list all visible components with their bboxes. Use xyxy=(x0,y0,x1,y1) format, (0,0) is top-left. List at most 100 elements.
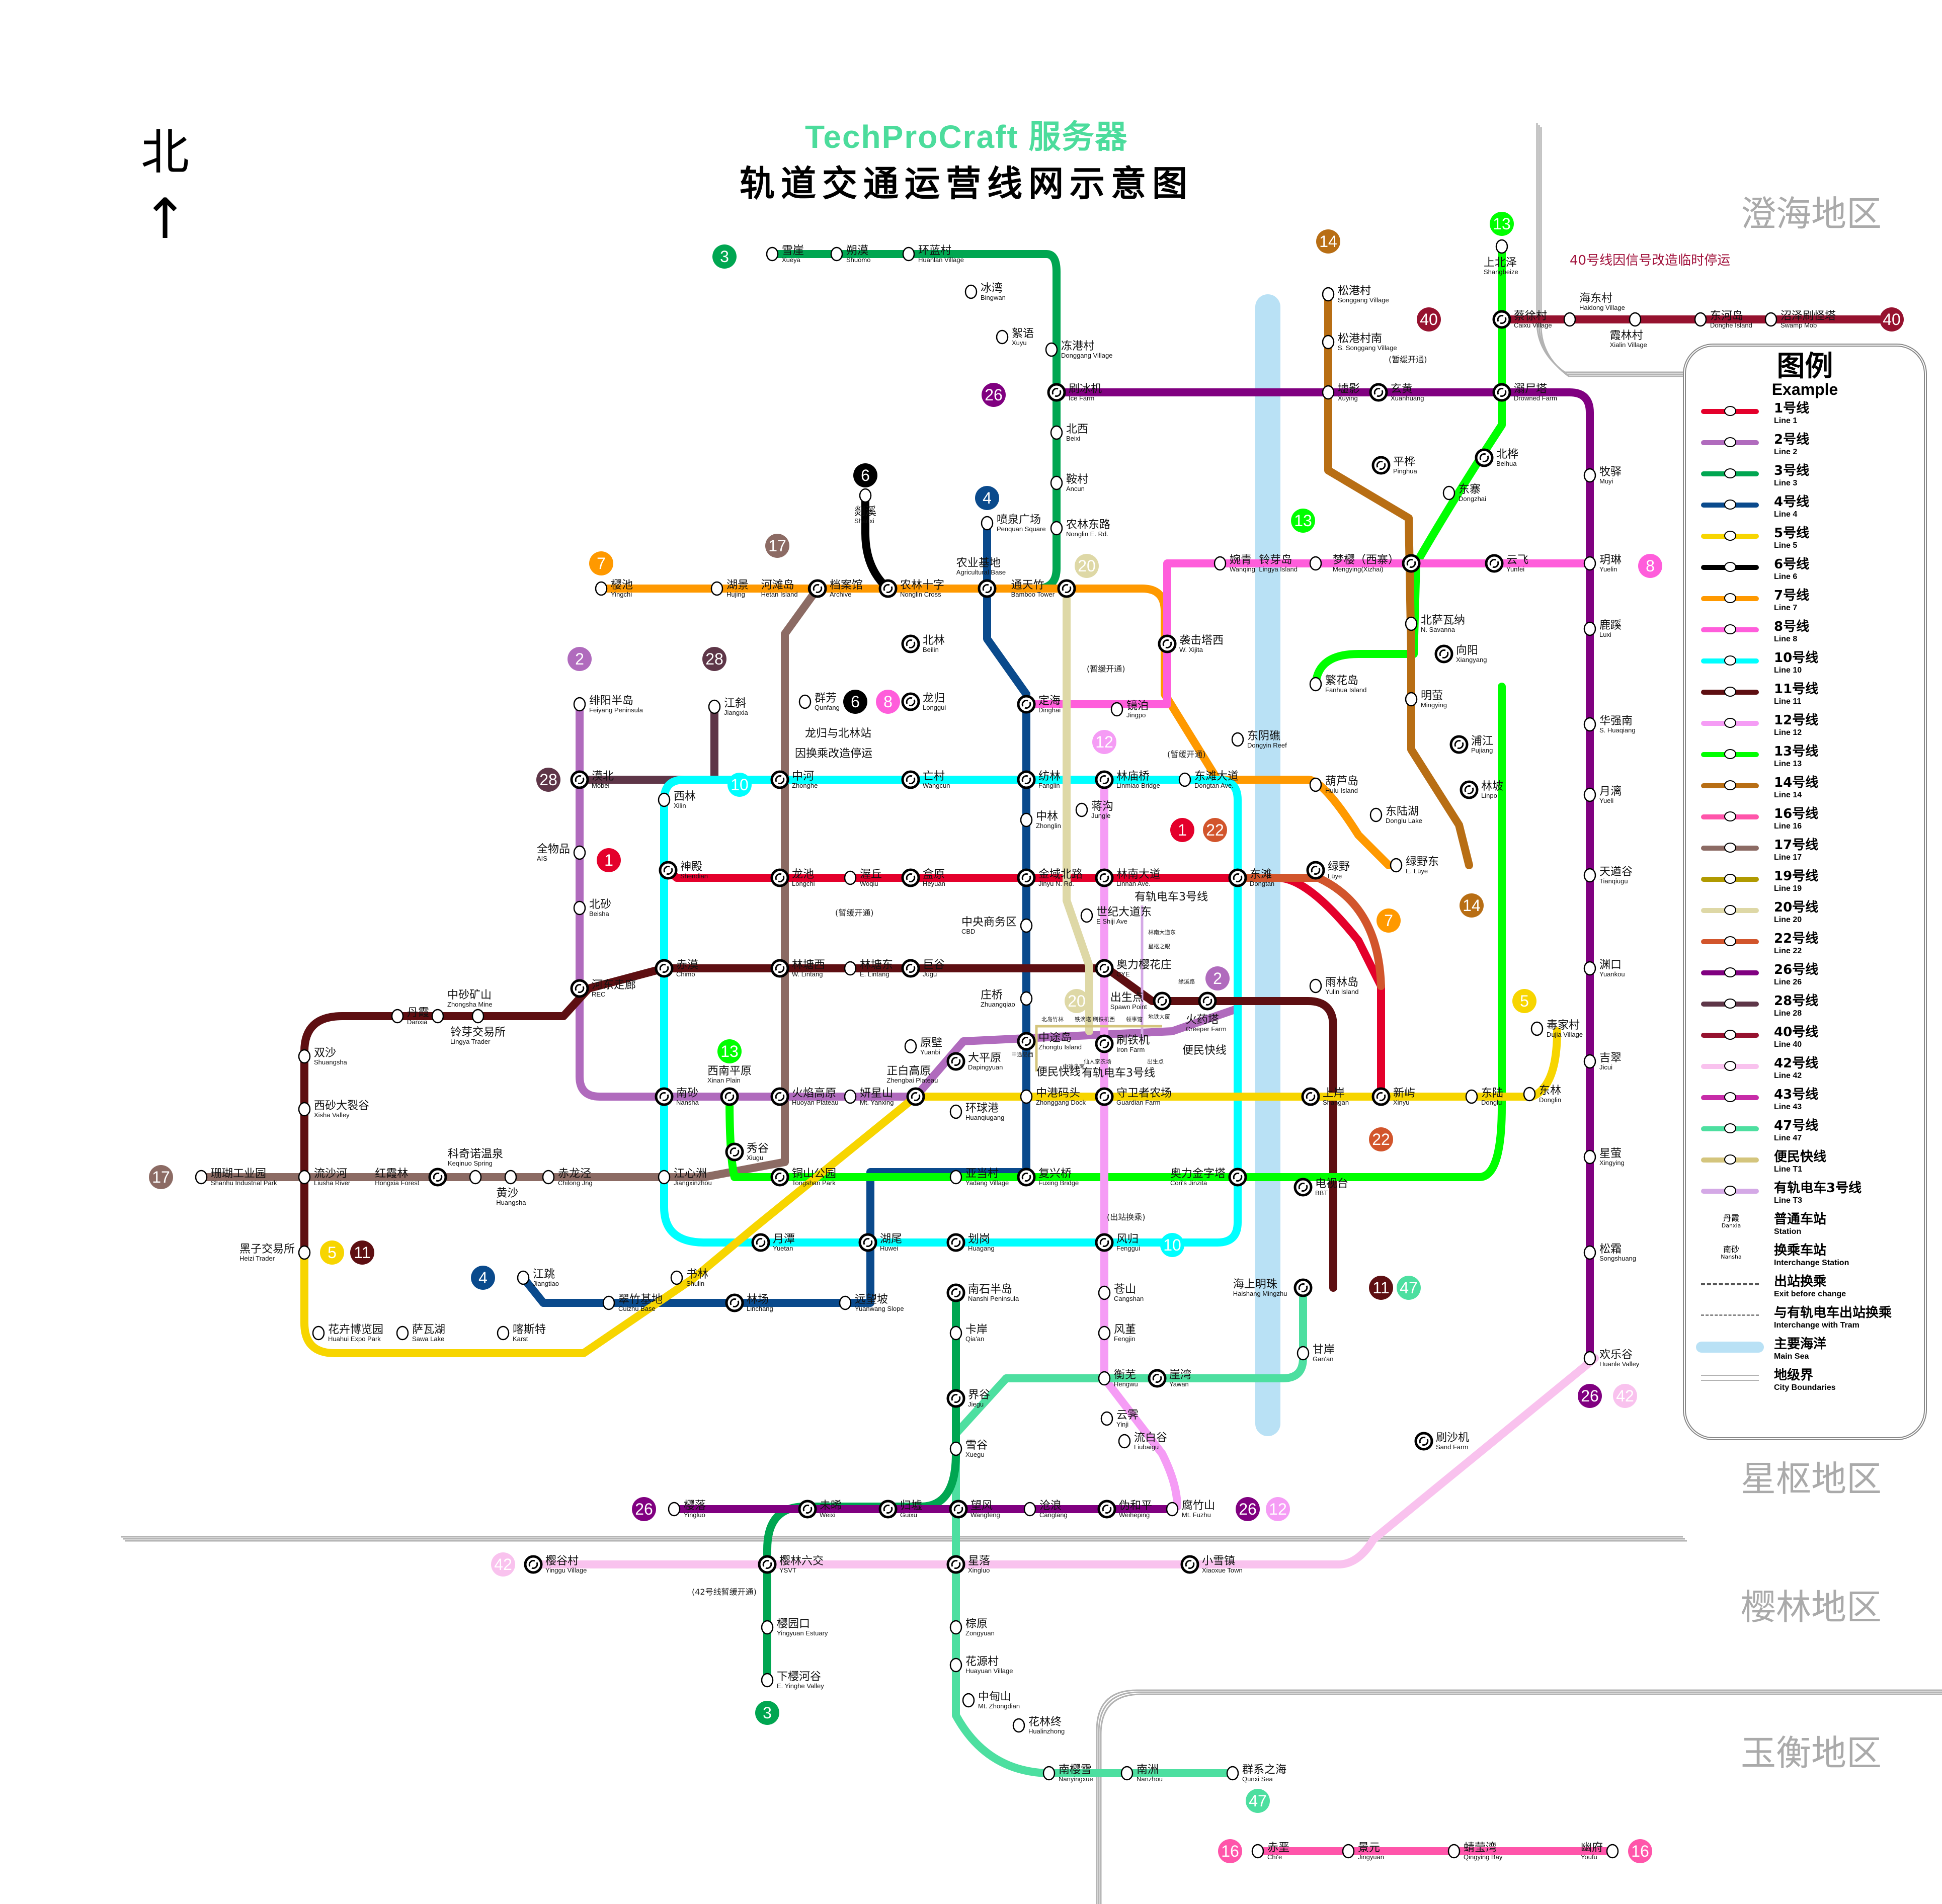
station[interactable] xyxy=(949,1500,968,1519)
station[interactable] xyxy=(1050,475,1063,490)
station[interactable] xyxy=(1495,239,1508,254)
station[interactable] xyxy=(1322,385,1335,400)
station[interactable] xyxy=(1447,1844,1461,1859)
station[interactable] xyxy=(298,1102,311,1117)
station[interactable] xyxy=(1583,961,1596,976)
station[interactable] xyxy=(1583,1054,1596,1069)
station[interactable] xyxy=(946,1233,965,1252)
line-badge[interactable]: 28 xyxy=(536,768,560,792)
station[interactable] xyxy=(469,1170,482,1185)
station[interactable] xyxy=(1414,1432,1433,1451)
station[interactable] xyxy=(946,1389,965,1408)
station[interactable] xyxy=(901,634,920,653)
line-badge[interactable]: 7 xyxy=(589,551,613,575)
station[interactable] xyxy=(770,1168,789,1187)
station[interactable] xyxy=(1449,735,1469,754)
station[interactable] xyxy=(949,1170,962,1185)
line-badge[interactable]: 26 xyxy=(1236,1497,1260,1521)
line-badge[interactable]: 12 xyxy=(1092,730,1116,754)
station[interactable] xyxy=(1369,807,1383,822)
line-badge[interactable]: 8 xyxy=(876,690,900,714)
station[interactable] xyxy=(1020,991,1033,1006)
station[interactable] xyxy=(1023,1502,1036,1517)
station[interactable] xyxy=(1405,616,1418,631)
station[interactable] xyxy=(1694,312,1707,327)
station[interactable] xyxy=(1050,425,1063,440)
station[interactable] xyxy=(1583,787,1596,802)
station[interactable] xyxy=(1042,1766,1056,1781)
station[interactable] xyxy=(1434,644,1453,664)
station[interactable] xyxy=(1020,1089,1033,1104)
line-badge[interactable]: 3 xyxy=(755,1701,779,1725)
station[interactable] xyxy=(1583,621,1596,636)
station[interactable] xyxy=(1097,1500,1116,1519)
station[interactable] xyxy=(962,1693,975,1708)
station[interactable] xyxy=(901,959,920,978)
station[interactable] xyxy=(659,861,678,880)
station[interactable] xyxy=(1309,777,1322,792)
station[interactable] xyxy=(878,579,898,598)
station[interactable] xyxy=(1017,770,1036,789)
station[interactable] xyxy=(859,488,872,503)
station[interactable] xyxy=(1583,717,1596,732)
station[interactable] xyxy=(964,284,978,299)
station[interactable] xyxy=(1120,1766,1134,1781)
station[interactable] xyxy=(1012,1718,1025,1733)
line-badge[interactable]: 6 xyxy=(843,690,867,714)
station[interactable] xyxy=(1110,702,1123,717)
line-badge[interactable]: 4 xyxy=(471,1266,495,1290)
station[interactable] xyxy=(1095,770,1114,789)
station[interactable] xyxy=(1017,1168,1036,1187)
line-badge[interactable]: 13 xyxy=(717,1039,742,1063)
station[interactable] xyxy=(906,1087,925,1106)
station[interactable] xyxy=(1095,959,1114,978)
line-badge[interactable]: 4 xyxy=(975,486,999,510)
station[interactable] xyxy=(570,979,589,998)
station[interactable] xyxy=(770,868,789,887)
station[interactable] xyxy=(1492,310,1511,329)
station[interactable] xyxy=(1095,1087,1114,1106)
station[interactable] xyxy=(1371,456,1391,475)
line-badge[interactable]: 8 xyxy=(1638,554,1662,578)
station[interactable] xyxy=(1342,1844,1355,1859)
station[interactable] xyxy=(1098,1371,1111,1386)
station[interactable] xyxy=(844,961,857,976)
station[interactable] xyxy=(708,699,721,714)
station[interactable] xyxy=(298,1049,311,1064)
station[interactable] xyxy=(844,1089,857,1104)
station[interactable] xyxy=(878,1500,898,1519)
station[interactable] xyxy=(1118,1434,1131,1449)
station[interactable] xyxy=(1213,556,1227,571)
station[interactable] xyxy=(830,246,843,262)
station[interactable] xyxy=(1369,383,1388,402)
line-badge[interactable]: 14 xyxy=(1460,893,1484,918)
station[interactable] xyxy=(751,1233,770,1252)
station[interactable] xyxy=(1080,908,1093,923)
station[interactable] xyxy=(901,868,920,887)
station[interactable] xyxy=(901,692,920,711)
station[interactable] xyxy=(858,1233,877,1252)
station[interactable] xyxy=(1050,521,1063,536)
station[interactable] xyxy=(1465,1089,1478,1104)
station[interactable] xyxy=(1095,868,1114,887)
station[interactable] xyxy=(1020,812,1033,827)
station[interactable] xyxy=(946,1283,965,1302)
line-badge[interactable]: 47 xyxy=(1246,1789,1270,1813)
line-badge[interactable]: 6 xyxy=(853,463,877,487)
station[interactable] xyxy=(1301,1087,1320,1106)
station[interactable] xyxy=(542,1170,555,1185)
station[interactable] xyxy=(602,1295,615,1310)
station[interactable] xyxy=(720,1087,739,1106)
station[interactable] xyxy=(1251,1844,1264,1859)
station[interactable] xyxy=(595,581,608,596)
station[interactable] xyxy=(1583,1351,1596,1366)
station[interactable] xyxy=(431,1009,444,1024)
line-badge[interactable]: 16 xyxy=(1628,1839,1652,1863)
station[interactable] xyxy=(1390,858,1403,873)
station[interactable] xyxy=(946,1052,965,1071)
line-badge[interactable]: 22 xyxy=(1203,818,1227,842)
station[interactable] xyxy=(1017,1032,1036,1051)
line-badge[interactable]: 5 xyxy=(320,1240,344,1265)
line-badge[interactable]: 17 xyxy=(765,534,789,558)
station[interactable] xyxy=(1098,1285,1111,1300)
